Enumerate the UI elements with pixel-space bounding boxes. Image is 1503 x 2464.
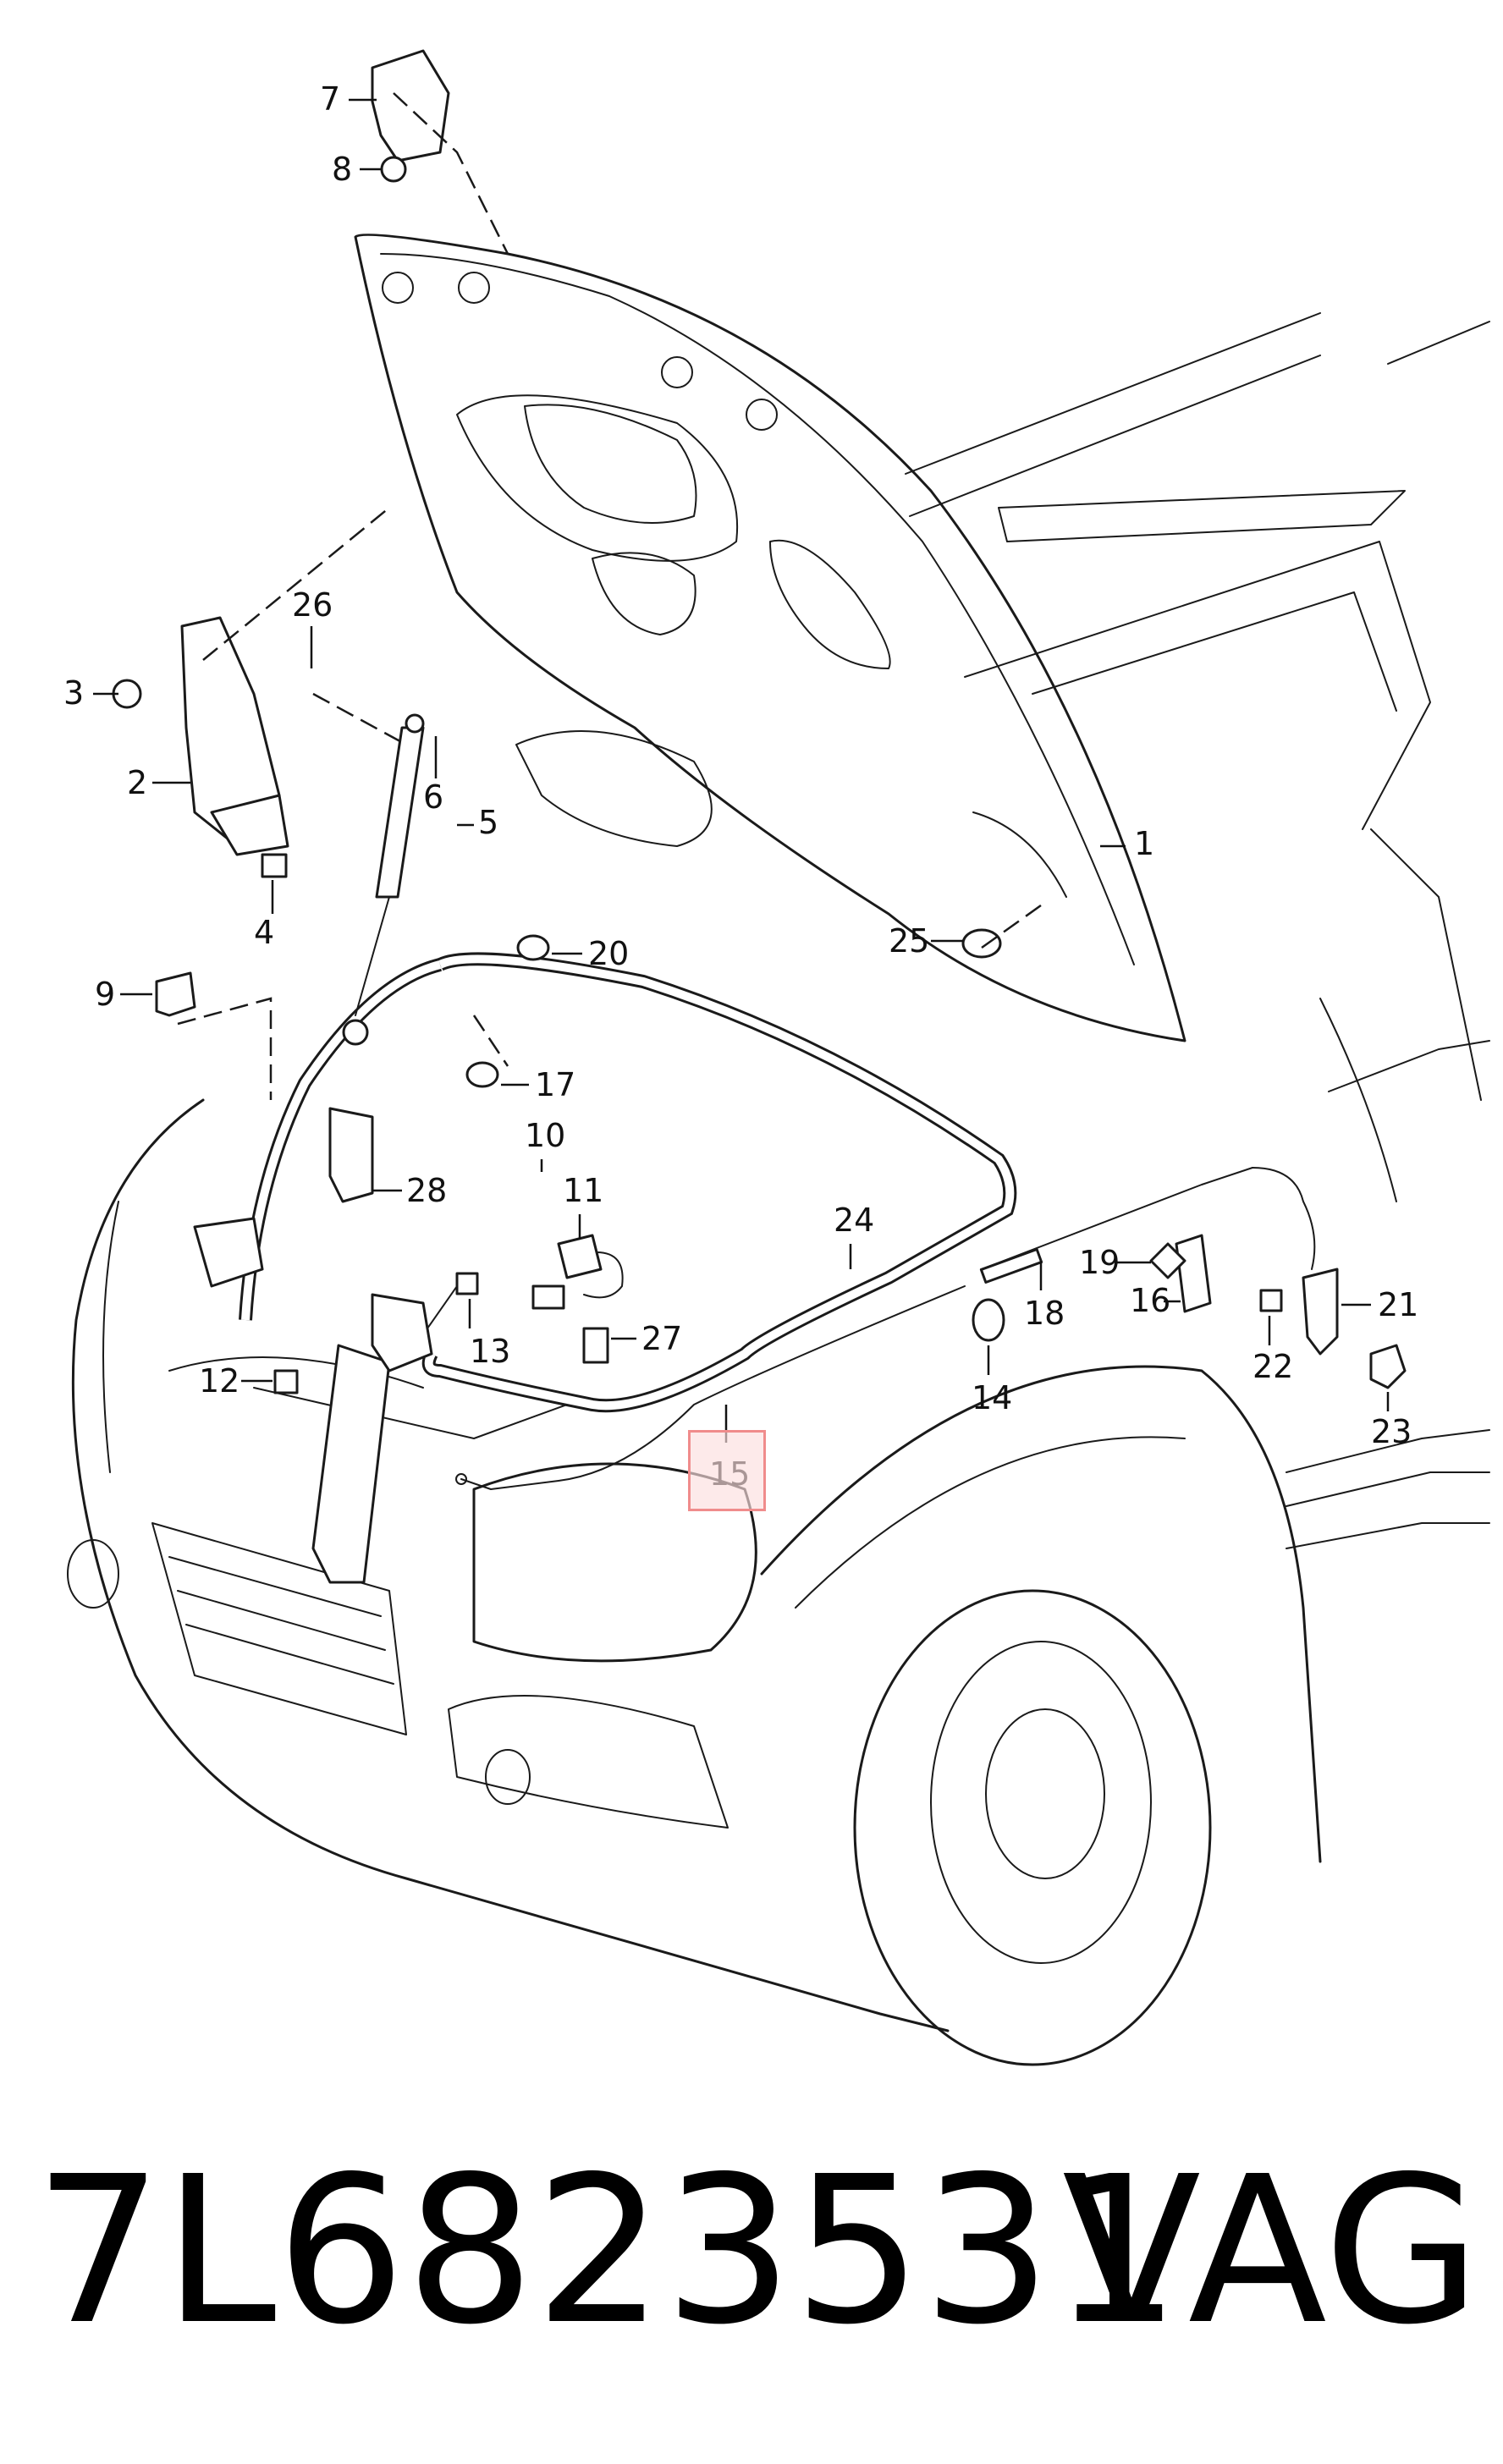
callout-label-19: 19 bbox=[1079, 1244, 1120, 1281]
callout-label-24: 24 bbox=[834, 1202, 874, 1239]
callout-label-6: 6 bbox=[423, 778, 443, 816]
assembly-lines bbox=[177, 92, 1042, 1100]
hood-seal bbox=[239, 952, 1017, 1413]
callout-label-10: 10 bbox=[525, 1117, 565, 1154]
highlight-box bbox=[688, 1430, 766, 1511]
callout-label-18: 18 bbox=[1024, 1295, 1065, 1332]
callout-label-17: 17 bbox=[535, 1066, 575, 1103]
callout-label-2: 2 bbox=[127, 764, 147, 801]
callout-label-21: 21 bbox=[1378, 1286, 1418, 1323]
callout-label-27: 27 bbox=[641, 1320, 682, 1357]
callout-label-25: 25 bbox=[889, 922, 929, 960]
callout-label-11: 11 bbox=[563, 1172, 603, 1209]
callout-label-22: 22 bbox=[1252, 1348, 1293, 1385]
callout-label-14: 14 bbox=[972, 1379, 1012, 1416]
callout-label-3: 3 bbox=[63, 674, 84, 712]
callout-label-9: 9 bbox=[95, 976, 115, 1013]
callout-label-20: 20 bbox=[588, 935, 629, 972]
callout-label-7: 7 bbox=[320, 80, 340, 118]
hood-panel bbox=[354, 234, 1186, 1042]
callout-label-8: 8 bbox=[332, 151, 352, 188]
callout-label-5: 5 bbox=[478, 804, 498, 841]
callout-labels: 1234567891011121314151617181920212223242… bbox=[63, 80, 1418, 1493]
callout-label-12: 12 bbox=[199, 1362, 239, 1400]
callout-label-4: 4 bbox=[254, 914, 274, 951]
release-cable bbox=[455, 1167, 1316, 1490]
hinge-parts bbox=[112, 49, 1407, 1584]
brand-text: VAG bbox=[1062, 2132, 1481, 2369]
part-number-text: 7L6823531 bbox=[34, 2132, 1181, 2369]
callout-label-23: 23 bbox=[1371, 1413, 1412, 1450]
callout-label-28: 28 bbox=[406, 1172, 447, 1209]
callout-label-26: 26 bbox=[292, 586, 333, 624]
callout-label-1: 1 bbox=[1134, 825, 1154, 862]
callout-label-13: 13 bbox=[470, 1333, 510, 1370]
callout-label-16: 16 bbox=[1130, 1282, 1170, 1319]
